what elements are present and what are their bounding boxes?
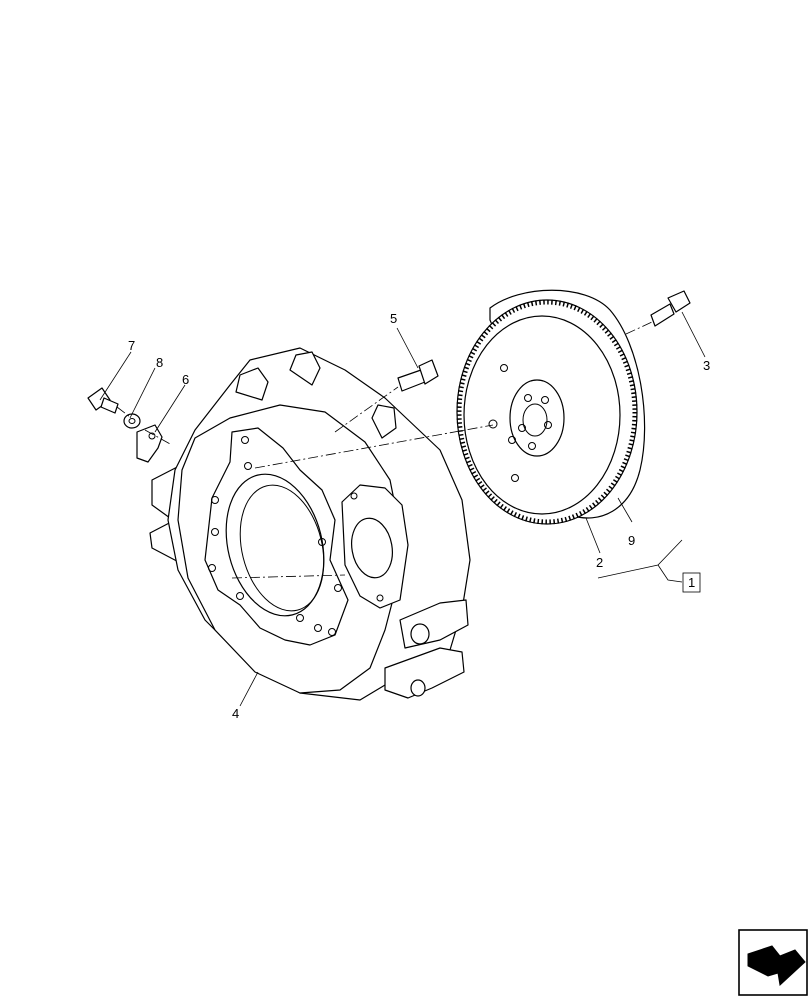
- callout-2: 2: [596, 555, 603, 570]
- flywheel-housing: [149, 347, 471, 701]
- bolt-3: [650, 290, 691, 327]
- next-page-arrow-icon[interactable]: [738, 929, 808, 996]
- callout-4: 4: [232, 706, 239, 721]
- alignment-lines: [116, 321, 653, 579]
- callout-1: 1: [688, 575, 695, 590]
- callout-9: 9: [628, 533, 635, 548]
- callout-6: 6: [182, 372, 189, 387]
- callout-5: 5: [390, 311, 397, 326]
- leader-lines: [99, 311, 706, 707]
- callout-3: 3: [703, 358, 710, 373]
- flywheel-assembly: [456, 289, 646, 525]
- callouts: 7 8 6 5 3 2 9 4 1: [128, 311, 710, 721]
- callout-7: 7: [128, 338, 135, 353]
- callout-1-box: [682, 572, 701, 593]
- small-parts: [87, 387, 163, 463]
- callout-8: 8: [156, 355, 163, 370]
- ring-gear-teeth: [456, 299, 638, 525]
- bolt-5: [397, 359, 439, 392]
